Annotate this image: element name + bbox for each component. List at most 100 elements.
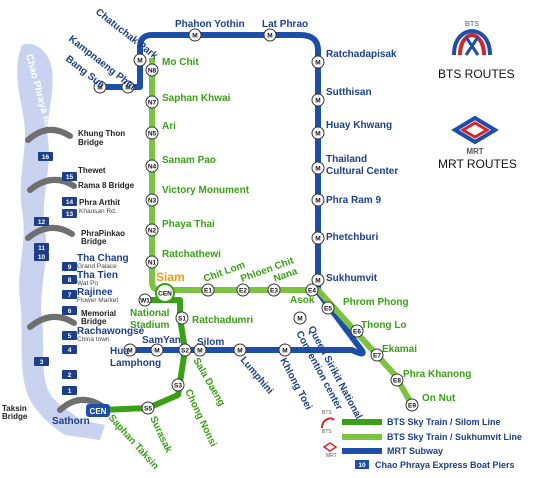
siam-cen-interchange: CEN xyxy=(155,283,175,303)
svg-text:N4: N4 xyxy=(148,164,157,171)
pier-3: 3 xyxy=(34,357,49,366)
label-phromphong: Phrom Phong xyxy=(343,297,409,308)
bts-n5-marker: N5 xyxy=(145,126,159,140)
label-saphankhwai: Saphan Khwai xyxy=(162,93,231,104)
label-phetchburi: Phetchburi xyxy=(326,232,378,243)
svg-text:Rajinee: Rajinee xyxy=(77,287,113,298)
label-memorial: Memorial xyxy=(81,309,116,318)
mrt-hualamphong-marker: M xyxy=(123,343,137,357)
svg-text:Tha Tien: Tha Tien xyxy=(77,270,118,281)
label-sathorn: Sathorn xyxy=(52,416,90,427)
legend-silom-swatch xyxy=(342,419,382,425)
svg-text:3: 3 xyxy=(40,359,44,366)
label-ratchathewi: Ratchathewi xyxy=(162,249,221,260)
label-ratchadamri: Ratchadumri xyxy=(192,315,253,326)
bts-s1-marker: S1 xyxy=(175,311,189,325)
svg-text:M: M xyxy=(192,33,197,40)
svg-text:E5: E5 xyxy=(324,306,332,313)
svg-text:M: M xyxy=(137,58,142,65)
svg-text:E3: E3 xyxy=(270,288,278,295)
mrt-ratchada-marker: M xyxy=(311,55,325,69)
mrt-thailand-marker: M xyxy=(311,161,325,175)
label-victory: Victory Monument xyxy=(162,185,250,196)
bts-n2-marker: N2 xyxy=(145,223,159,237)
label-chitlom: Chit Lom xyxy=(202,260,247,285)
label-hua: Hua xyxy=(110,346,129,357)
svg-text:M: M xyxy=(315,60,320,67)
svg-text:12: 12 xyxy=(38,219,46,226)
bts-n1-marker: N1 xyxy=(145,255,159,269)
svg-text:9: 9 xyxy=(68,264,72,271)
mrt-routes-label: MRT ROUTES xyxy=(438,157,517,171)
svg-text:M: M xyxy=(315,98,320,105)
pier-6: 6 xyxy=(62,306,77,315)
svg-text:Rachawongse: Rachawongse xyxy=(77,326,145,337)
svg-text:N3: N3 xyxy=(148,198,157,205)
svg-text:S3: S3 xyxy=(174,383,182,390)
bts-station-markers: N8 N7 N5 N4 N3 N2 N1 E1 E2 E3 E4 E5 E6 E… xyxy=(93,63,419,417)
mrt-phraram9-marker: M xyxy=(311,193,325,207)
label-ekamai: Ekamai xyxy=(382,344,417,355)
pier-10: 10 xyxy=(34,252,49,261)
svg-text:Thewet: Thewet xyxy=(78,166,106,175)
svg-text:13: 13 xyxy=(66,211,74,218)
svg-text:15: 15 xyxy=(66,174,74,181)
memorial-bridge xyxy=(27,314,77,330)
mrt-phahon-marker: M xyxy=(188,28,202,42)
bts-routes-label: BTS ROUTES xyxy=(438,67,515,81)
label-huaykhwang: Huay Khwang xyxy=(326,120,392,131)
label-national-2: Stadium xyxy=(130,320,170,331)
label-thonglo: Thong Lo xyxy=(361,320,407,331)
bts-e3-marker: E3 xyxy=(267,283,281,297)
label-onnut: On Nut xyxy=(422,393,456,404)
bts-e1-marker: E1 xyxy=(201,283,215,297)
label-sutthisan: Sutthisan xyxy=(326,87,372,98)
sathorn-cen-box xyxy=(86,404,110,417)
mrt-line xyxy=(100,32,366,357)
svg-text:N1: N1 xyxy=(148,260,157,267)
bts-e9-marker: E9 xyxy=(405,398,419,412)
svg-text:M: M xyxy=(154,348,159,355)
svg-text:CEN: CEN xyxy=(158,291,172,298)
svg-text:8: 8 xyxy=(68,277,72,284)
svg-text:Flower Market: Flower Market xyxy=(77,297,118,304)
svg-text:7: 7 xyxy=(68,292,72,299)
svg-text:M: M xyxy=(267,33,272,40)
khung-thon-bridge xyxy=(25,127,73,143)
label-samyan: SamYan xyxy=(142,335,181,346)
svg-text:M: M xyxy=(315,198,320,205)
legend-pier-swatch xyxy=(355,460,369,469)
svg-text:M: M xyxy=(315,236,320,243)
chao-phraya-river xyxy=(17,43,106,440)
label-thailand-1: Thailand xyxy=(326,154,367,165)
bts-e8-marker: E8 xyxy=(390,373,404,387)
svg-text:M: M xyxy=(282,348,287,355)
legend: BTS BTS Sky Train / Silom Line BTS BTS S… xyxy=(321,410,522,470)
legend-silom-text: BTS Sky Train / Silom Line xyxy=(387,417,501,427)
svg-text:S5: S5 xyxy=(144,406,152,413)
mrt-huaykhwang-marker: M xyxy=(311,126,325,140)
label-khlongtoei: Khlong Toei xyxy=(277,356,314,412)
label-phahon: Phahon Yothin xyxy=(175,19,245,30)
legend-mrt-swatch xyxy=(342,448,382,454)
svg-text:E8: E8 xyxy=(393,378,401,385)
legend-mrt-small: MRT xyxy=(326,453,337,459)
label-asok: Asok xyxy=(290,295,315,306)
mrt-route-logo: MRT xyxy=(451,115,499,156)
bts-w1-marker: W1 xyxy=(138,293,152,307)
bts-s2-marker: S2 xyxy=(178,343,192,357)
svg-text:China town: China town xyxy=(77,336,110,343)
legend-pier-sample: 10 xyxy=(358,462,366,469)
svg-text:N2: N2 xyxy=(148,228,157,235)
legend-bts-logo-1 xyxy=(321,417,335,429)
bts-e4-marker: E4 xyxy=(305,283,319,297)
svg-text:M: M xyxy=(197,348,202,355)
svg-text:Tha Chang: Tha Chang xyxy=(77,253,129,264)
svg-text:M: M xyxy=(97,85,102,92)
bts-e2-marker: E2 xyxy=(236,283,250,297)
mrt-lumphini-marker: M xyxy=(233,343,247,357)
